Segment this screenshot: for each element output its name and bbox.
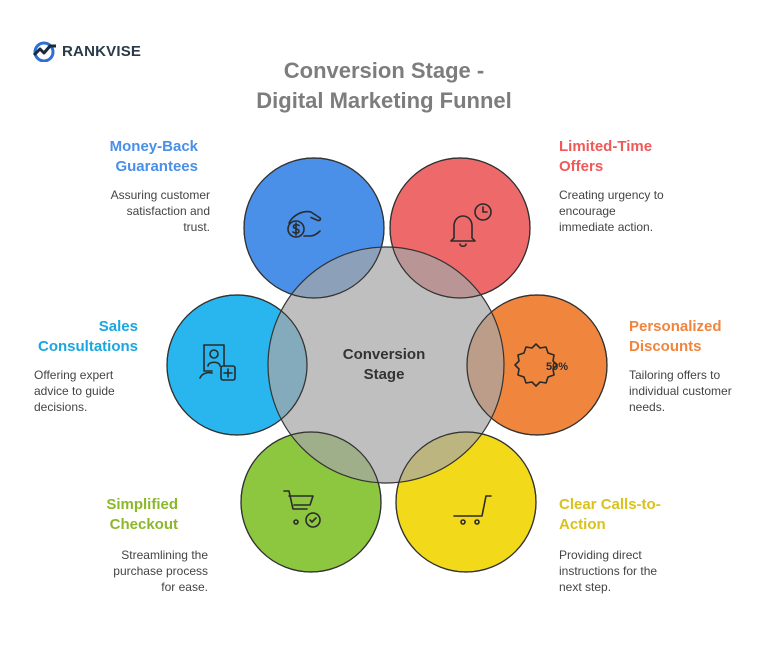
cart-icon <box>453 495 492 525</box>
title-line-2: Digital Marketing Funnel <box>256 88 512 113</box>
simplified-outline <box>240 431 382 573</box>
cart-check-icon <box>283 490 321 528</box>
discount-badge-icon: 50% <box>514 343 568 387</box>
discount-badge-text: 50% <box>546 361 568 373</box>
clear-cta-outline <box>395 431 537 573</box>
personalized-desc-line-3: needs. <box>629 400 666 414</box>
limited-time-description: Creating urgency to encourage immediate … <box>559 187 739 235</box>
limited-time-title-line-1: Limited-Time <box>559 138 653 155</box>
clear-cta-title-line-1: Clear Calls-to- <box>559 496 661 513</box>
sales-title-line-2: Consultations <box>38 338 138 355</box>
sales-desc-line-1: Offering expert <box>34 368 114 382</box>
brand-logo: RANKVISE <box>32 40 141 62</box>
personalized-outline <box>466 294 608 436</box>
sales-desc-line-3: decisions. <box>34 400 88 414</box>
simplified-description: Streamlining the purchase process for ea… <box>40 547 208 595</box>
personalized-description: Tailoring offers to individual customer … <box>629 367 764 415</box>
brand-name: RANKVISE <box>62 42 142 60</box>
simplified-title: Simplified Checkout <box>40 495 178 535</box>
consultant-icon <box>199 344 236 381</box>
limited-time-desc-line-2: encourage <box>559 204 616 218</box>
simplified-desc-line-2: purchase process <box>113 564 208 578</box>
limited-time-outline <box>389 157 531 299</box>
sales-desc-line-2: advice to guide <box>34 384 115 398</box>
money-back-desc-line-1: Assuring customer <box>110 188 210 202</box>
money-hand-icon <box>287 210 322 238</box>
sales-description: Offering expert advice to guide decision… <box>34 367 164 415</box>
title-line-1: Conversion Stage - <box>283 58 485 83</box>
sales-title-line-1: Sales <box>98 318 138 335</box>
money-back-title-line-1: Money-Back <box>109 138 198 155</box>
limited-time-title-line-2: Offers <box>559 158 604 175</box>
rankvise-logo-icon <box>32 41 56 62</box>
center-label-line-1: Conversion <box>342 346 426 363</box>
clear-cta-description: Providing direct instructions for the ne… <box>559 547 739 595</box>
clear-cta-desc-line-3: next step. <box>559 580 612 594</box>
sales-title: Sales Consultations <box>20 317 138 357</box>
simplified-desc-line-1: Streamlining the <box>121 548 208 562</box>
personalized-title-line-2: Discounts <box>629 338 702 355</box>
personalized-title: Personalized Discounts <box>629 317 759 357</box>
limited-time-desc-line-1: Creating urgency to <box>559 188 664 202</box>
personalized-title-line-1: Personalized <box>629 318 722 335</box>
money-back-outline <box>243 157 385 299</box>
personalized-desc-line-2: individual customer <box>629 384 732 398</box>
simplified-title-line-1: Simplified <box>106 496 178 513</box>
center-circle <box>267 246 505 484</box>
clear-cta-desc-line-1: Providing direct <box>559 548 642 562</box>
center-label-line-2: Stage <box>363 366 405 383</box>
money-back-description: Assuring customer satisfaction and trust… <box>40 187 210 235</box>
money-back-desc-line-2: satisfaction and <box>126 204 210 218</box>
page-title: Conversion Stage - Digital Marketing Fun… <box>0 56 768 116</box>
money-back-desc-line-3: trust. <box>183 220 210 234</box>
clear-cta-desc-line-2: instructions for the <box>559 564 658 578</box>
money-back-title: Money-Back Guarantees <box>40 137 198 177</box>
center-label: Conversion Stage <box>314 345 454 385</box>
clear-cta-title: Clear Calls-to- Action <box>559 495 739 535</box>
money-back-title-line-2: Guarantees <box>115 158 198 175</box>
sales-outline <box>166 294 308 436</box>
limited-time-title: Limited-Time Offers <box>559 137 739 177</box>
personalized-desc-line-1: Tailoring offers to <box>629 368 721 382</box>
limited-time-desc-line-3: immediate action. <box>559 220 654 234</box>
simplified-desc-line-3: for ease. <box>161 580 208 594</box>
bell-clock-icon <box>450 203 492 248</box>
simplified-title-line-2: Checkout <box>109 516 178 533</box>
clear-cta-title-line-2: Action <box>559 516 606 533</box>
